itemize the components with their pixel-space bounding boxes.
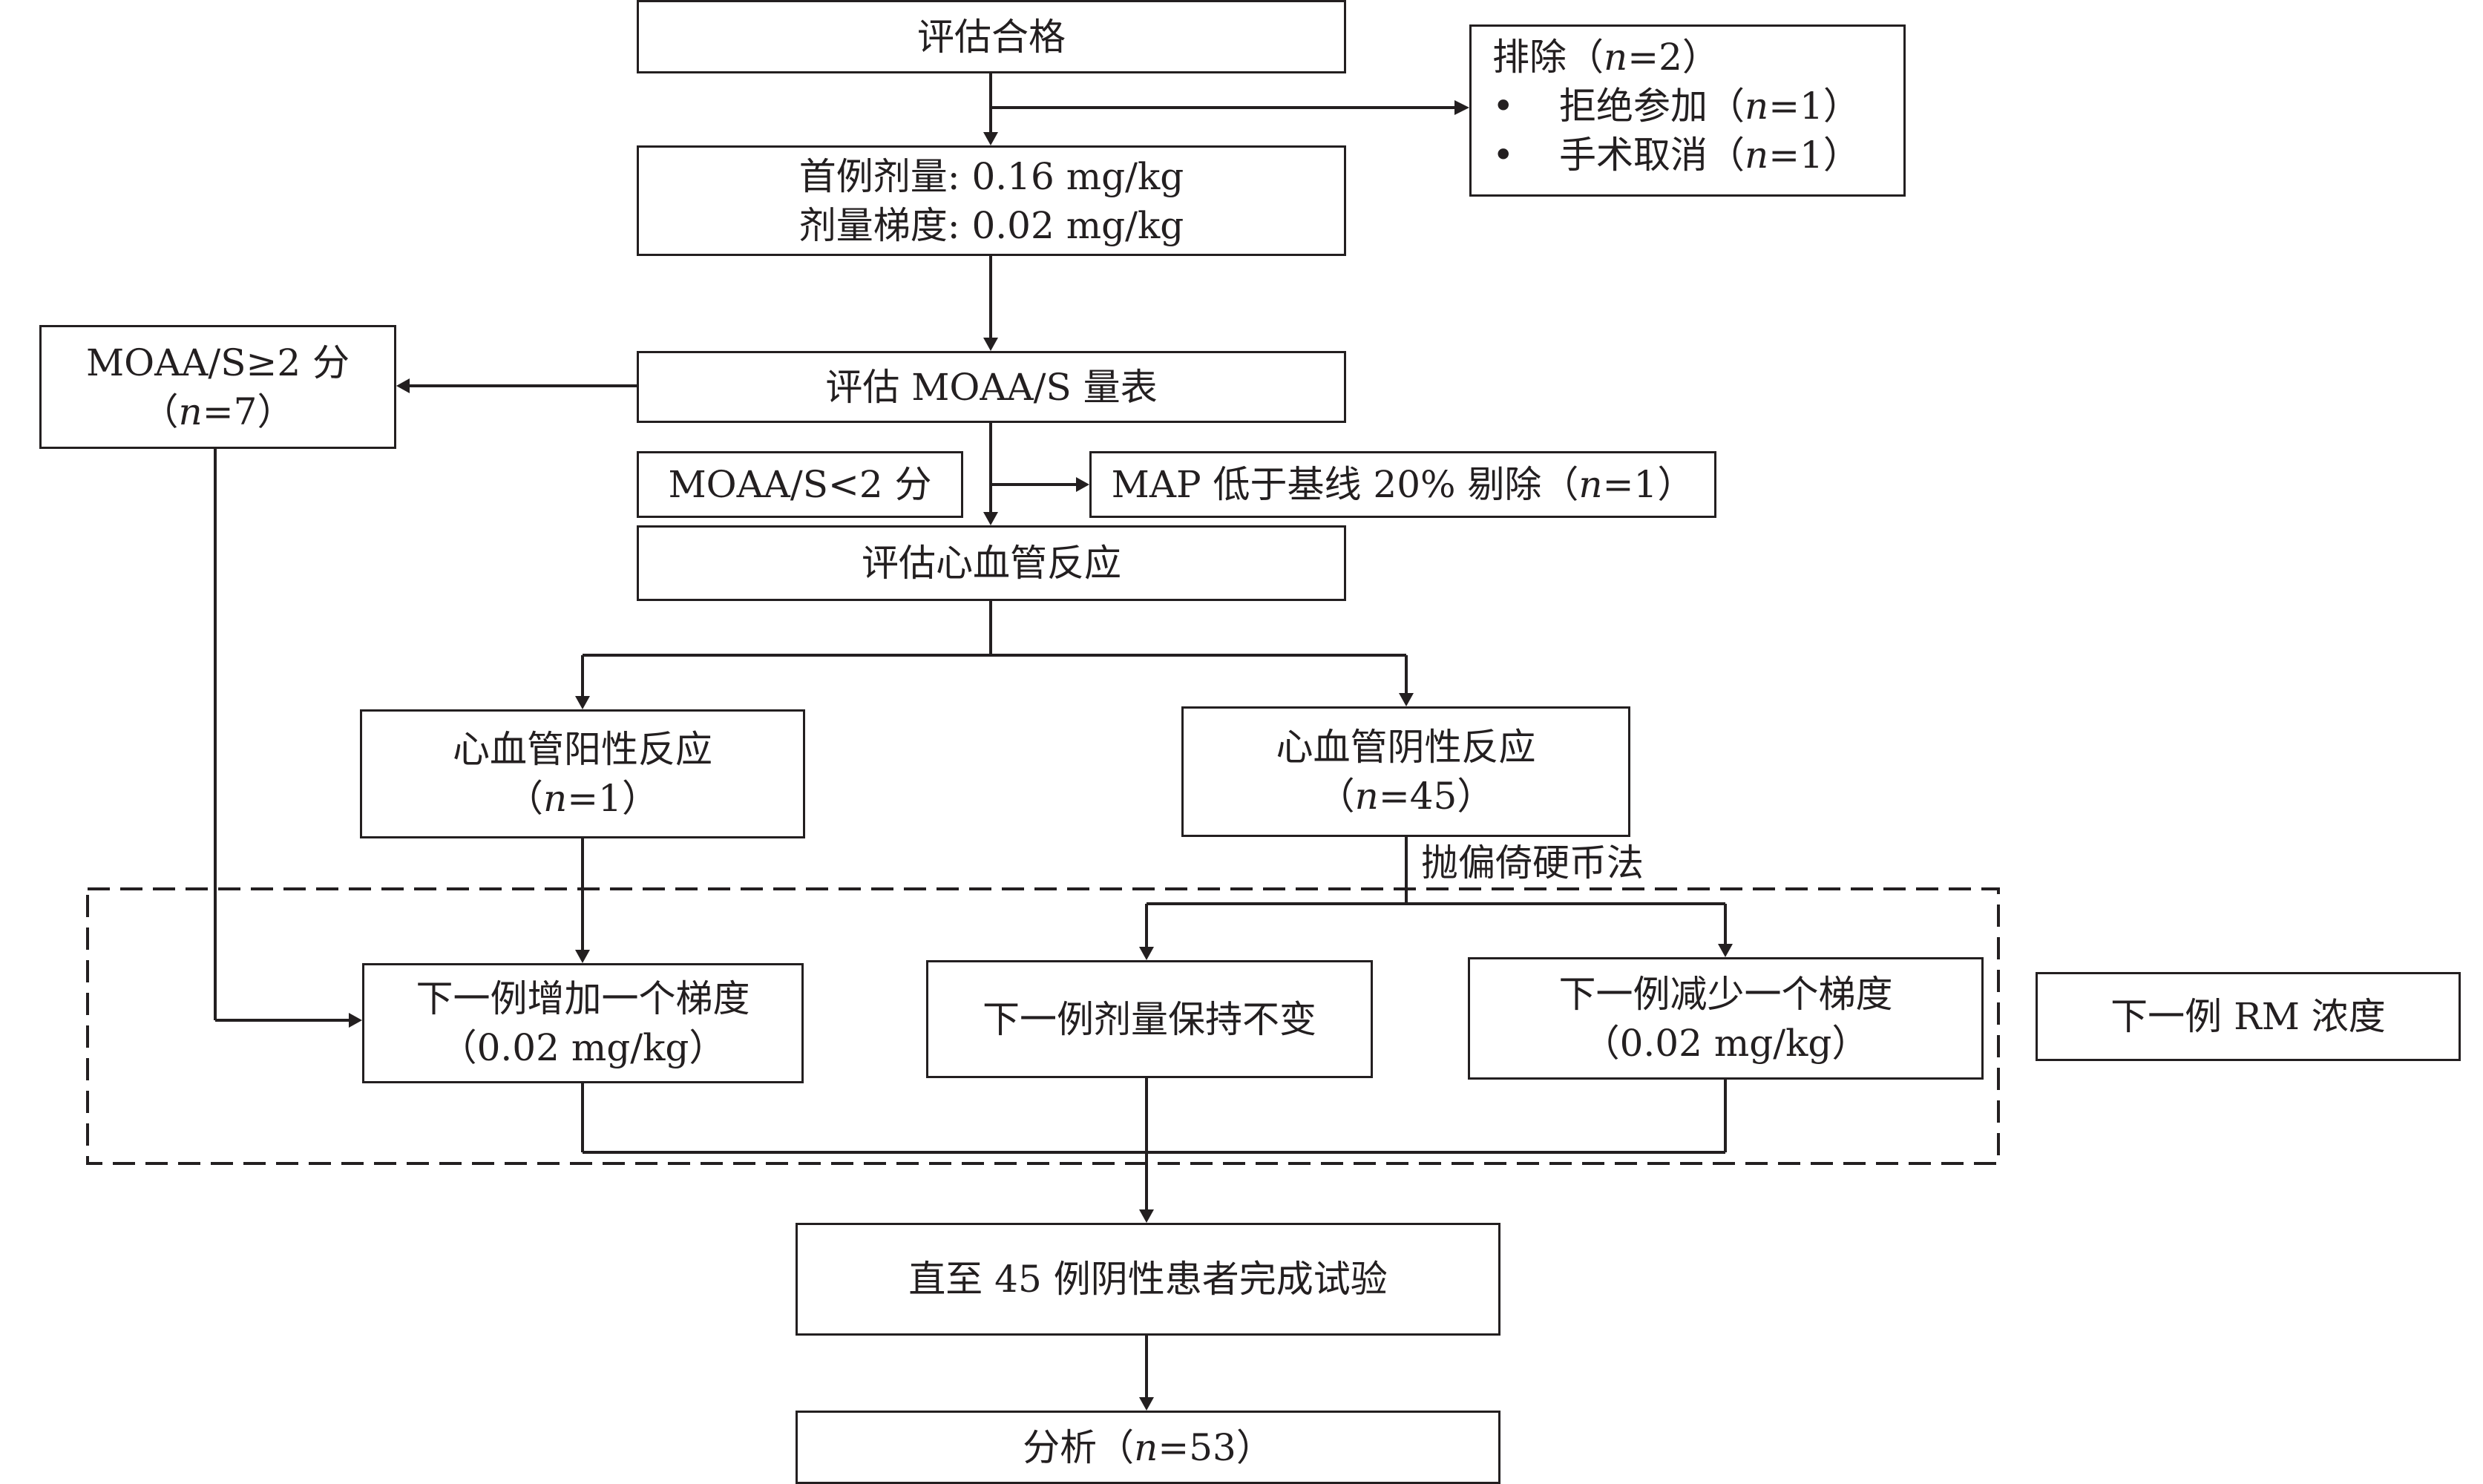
arrowhead-increase-left [349,1013,362,1028]
arrowhead-positive [575,696,590,709]
exclusion-box: 排除（n=2） •拒绝参加（n=1） •手术取消（n=1） [1469,24,1906,197]
moaas-lt2-box: MOAA/S<2 分 [637,451,963,518]
moaas-ge2-label: MOAA/S≥2 分 [85,341,350,384]
keep-label: 下一例剂量保持不变 [983,997,1316,1041]
increase-label: 下一例增加一个梯度 [416,977,750,1020]
cv-positive-count: （n=1） [506,777,659,820]
dose-initial: 首例剂量: 0.16 mg/kg [798,154,1184,198]
arrowhead-increase [575,950,590,963]
arrowhead-cv [983,512,998,525]
cv-negative-count: （n=45） [1317,775,1495,818]
arrowhead-map [1076,477,1089,492]
assess-cv-label: 评估心血管反应 [862,542,1121,585]
until-label: 直至 45 例阴性患者完成试验 [908,1258,1388,1301]
assess-cv-box: 评估心血管反应 [637,525,1346,601]
arrowhead-analysis [1139,1397,1154,1411]
arrowhead-moaas-ge2 [396,378,410,393]
arrowhead-until [1139,1209,1154,1223]
moaas-lt2-label: MOAA/S<2 分 [668,463,932,506]
cv-negative-label: 心血管阴性反应 [1276,726,1536,769]
moaas-ge2-box: MOAA/S≥2 分 （n=7） [39,325,396,449]
map-drop-label: MAP 低于基线 20% 剔除（n=1） [1111,463,1695,506]
dose-box: 首例剂量: 0.16 mg/kg 剂量梯度: 0.02 mg/kg [637,145,1346,256]
coin-method-label: 抛偏倚硬币法 [1421,841,1644,884]
rm-concentration-box: 下一例 RM 浓度 [2036,972,2461,1061]
map-drop-box: MAP 低于基线 20% 剔除（n=1） [1089,451,1716,518]
arrowhead-moaas [983,338,998,351]
exclusion-title: 排除（n=2） [1492,36,1719,79]
assess-moaas-label: 评估 MOAA/S 量表 [825,365,1158,409]
rm-concentration-label: 下一例 RM 浓度 [2110,995,2386,1038]
exclusion-item-refused: •拒绝参加（n=1） [1492,82,1860,131]
decrease-step: （0.02 mg/kg） [1582,1021,1869,1065]
exclusion-item-cancelled: •手术取消（n=1） [1492,131,1860,180]
bullet-icon: • [1492,85,1515,128]
increase-box: 下一例增加一个梯度 （0.02 mg/kg） [362,963,804,1083]
dose-step: 剂量梯度: 0.02 mg/kg [798,203,1184,247]
arrowhead-decrease [1718,944,1733,957]
until-box: 直至 45 例阴性患者完成试验 [796,1223,1500,1336]
analysis-label: 分析（n=53） [1023,1425,1273,1469]
arrowhead-negative [1399,693,1414,706]
decrease-label: 下一例减少一个梯度 [1558,972,1893,1016]
cv-negative-box: 心血管阴性反应 （n=45） [1181,706,1630,837]
analysis-box: 分析（n=53） [796,1411,1500,1484]
moaas-ge2-count: （n=7） [141,390,295,433]
eligible-label: 评估合格 [917,15,1066,59]
dashed-region [86,887,2000,1165]
arrowhead-keep [1139,947,1154,960]
decrease-box: 下一例减少一个梯度 （0.02 mg/kg） [1468,957,1984,1080]
keep-box: 下一例剂量保持不变 [926,960,1373,1078]
cv-positive-box: 心血管阳性反应 （n=1） [360,709,805,838]
increase-step: （0.02 mg/kg） [439,1026,726,1069]
cv-positive-label: 心血管阳性反应 [453,728,712,771]
assess-moaas-box: 评估 MOAA/S 量表 [637,351,1346,423]
eligible-box: 评估合格 [637,0,1346,73]
bullet-icon: • [1492,134,1515,177]
arrowhead-dose [983,132,998,145]
arrowhead-exclusion [1454,100,1469,115]
